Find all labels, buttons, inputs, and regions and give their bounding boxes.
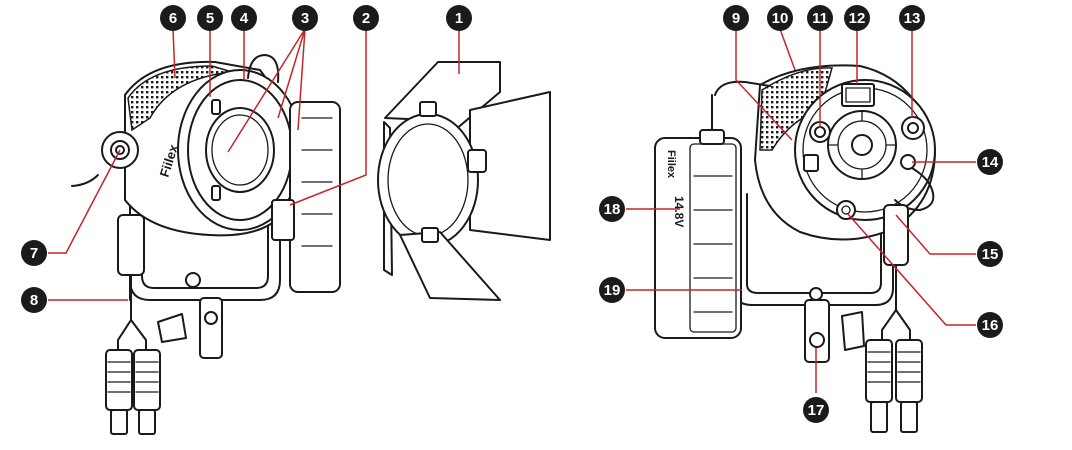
callout-5: 5 <box>197 5 223 31</box>
svg-text:8: 8 <box>30 292 38 309</box>
svg-text:13: 13 <box>904 10 921 27</box>
rear-port-lower <box>836 200 856 220</box>
leader-lines <box>48 28 976 393</box>
svg-text:4: 4 <box>240 10 249 27</box>
svg-text:6: 6 <box>169 10 177 27</box>
rear-stand-spigot <box>804 299 830 363</box>
stand-spigot <box>199 297 223 359</box>
callout-6: 6 <box>160 5 186 31</box>
callout-19: 19 <box>599 277 625 303</box>
battery-mount <box>271 199 295 241</box>
stand-lock-handle <box>157 313 187 343</box>
svg-text:17: 17 <box>808 402 825 419</box>
svg-text:18: 18 <box>604 201 621 218</box>
svg-text:1: 1 <box>455 10 463 27</box>
callout-2: 2 <box>353 5 379 31</box>
callout-8: 8 <box>21 287 47 313</box>
leader-3 <box>227 28 306 153</box>
callout-14: 14 <box>977 149 1003 175</box>
callout-3: 3 <box>292 5 318 31</box>
callout-12: 12 <box>844 5 870 31</box>
barndoor-hinge <box>467 149 487 173</box>
callout-1: 1 <box>446 5 472 31</box>
barndoor-ring <box>377 113 479 247</box>
svg-text:12: 12 <box>849 10 866 27</box>
accessory-clip-bottom <box>211 185 221 201</box>
callout-4: 4 <box>231 5 257 31</box>
light-rear-view: Fiilex 14.8V <box>654 64 936 433</box>
leader-10 <box>779 28 796 71</box>
power-cable-end <box>71 174 99 187</box>
callout-15: 15 <box>977 241 1003 267</box>
svg-text:14: 14 <box>982 154 999 171</box>
lens <box>205 107 275 193</box>
rear-xlr-connectors <box>865 339 923 433</box>
top-cable <box>714 80 771 96</box>
leader-2 <box>289 29 367 206</box>
leader-15 <box>895 214 976 255</box>
barndoors <box>377 61 551 301</box>
callout-10: 10 <box>767 5 793 31</box>
leader-7 <box>48 149 121 254</box>
callout-17: 17 <box>803 397 829 423</box>
leader-9 <box>735 29 793 141</box>
rear-switch <box>803 154 819 172</box>
callout-13: 13 <box>899 5 925 31</box>
inline-dimmer-box <box>117 214 145 276</box>
barndoor-bottom-leaf <box>399 231 501 301</box>
rear-battery-pack <box>654 137 742 339</box>
svg-text:5: 5 <box>206 10 214 27</box>
svg-text:19: 19 <box>604 282 621 299</box>
callout-18: 18 <box>599 196 625 222</box>
svg-text:7: 7 <box>30 245 38 262</box>
callout-badges: 1 2 3 4 5 6 7 8 9 10 11 12 13 14 15 16 1… <box>21 5 1003 423</box>
callout-7: 7 <box>21 240 47 266</box>
svg-text:16: 16 <box>982 317 999 334</box>
svg-text:10: 10 <box>772 10 789 27</box>
svg-text:2: 2 <box>362 10 370 27</box>
svg-text:15: 15 <box>982 246 999 263</box>
light-front-view: Fiilex <box>71 54 341 435</box>
svg-text:9: 9 <box>732 10 740 27</box>
top-handle <box>247 54 280 83</box>
leader-6 <box>172 28 176 79</box>
battery-pack <box>289 101 341 293</box>
rear-stand-lock-handle <box>841 311 865 351</box>
xlr-connectors <box>105 349 161 435</box>
leader-16 <box>847 213 976 326</box>
rear-inline-box <box>883 204 909 266</box>
accessory-clip-top <box>211 99 221 115</box>
callout-9: 9 <box>723 5 749 31</box>
battery-brand: Fiilex <box>665 150 677 179</box>
callout-16: 16 <box>977 312 1003 338</box>
svg-text:11: 11 <box>812 10 828 27</box>
split-cable <box>117 274 147 351</box>
yoke-knob <box>185 272 201 288</box>
svg-text:3: 3 <box>301 10 309 27</box>
rear-split-cable <box>881 264 911 341</box>
callout-11: 11 <box>807 5 833 31</box>
battery-voltage: 14.8V <box>672 196 686 227</box>
display-screen <box>841 83 875 107</box>
